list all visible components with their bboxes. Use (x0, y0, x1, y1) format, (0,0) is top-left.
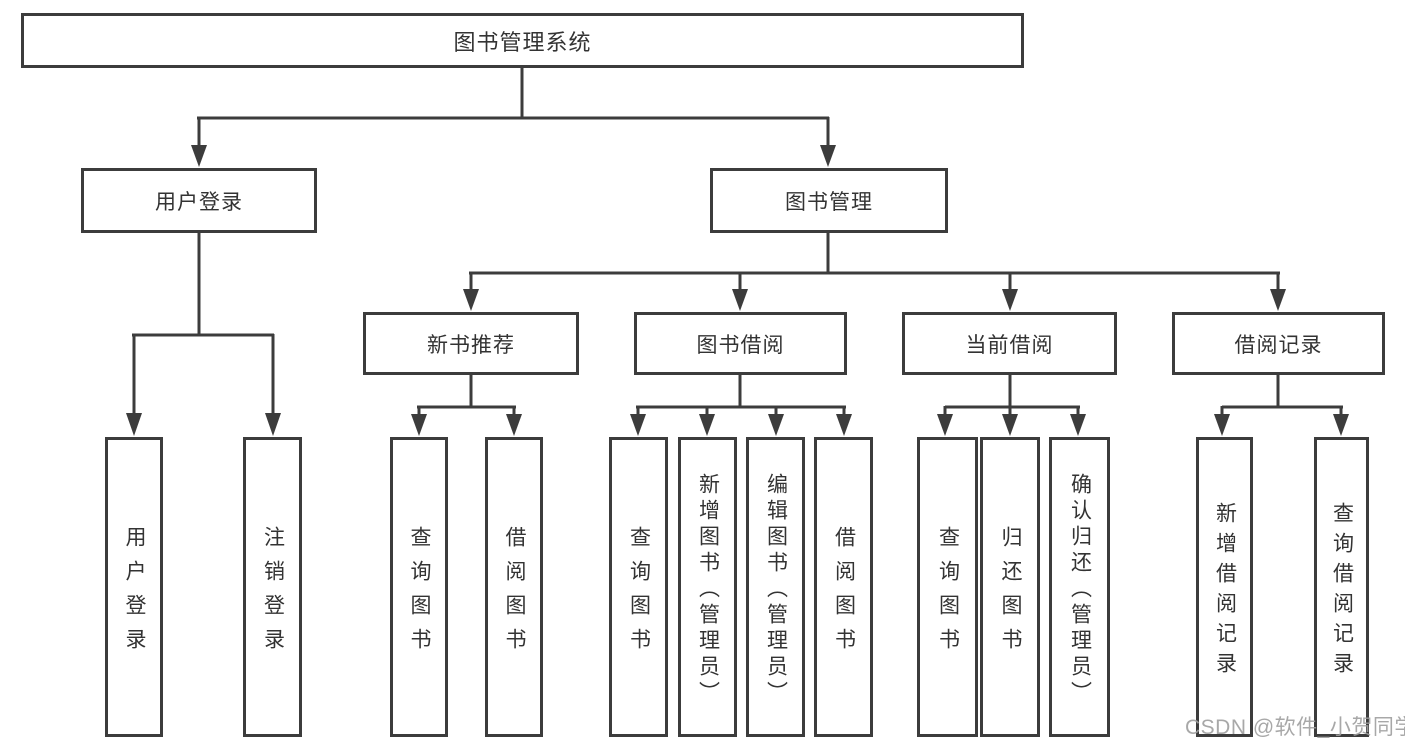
leaf-borrow-books-borrow: 借阅图书 (814, 437, 873, 737)
leaf-logout: 注销登录 (243, 437, 302, 737)
arrowhead (126, 413, 142, 436)
arrowhead (732, 289, 748, 311)
node-book-management: 图书管理 (710, 168, 948, 233)
leaf-query-borrow-record: 查询借阅记录 (1314, 437, 1369, 737)
node-book-borrowing: 图书借阅 (634, 312, 847, 375)
leaf-confirm-return-admin: 确认归还（管理员） (1049, 437, 1110, 737)
connector-book-borrow-split (636, 375, 846, 418)
leaf-borrow-books-recommend: 借阅图书 (485, 437, 543, 737)
arrowhead (820, 145, 836, 167)
arrowhead (1002, 414, 1018, 436)
leaf-query-books-recommend: 查询图书 (390, 437, 448, 737)
arrowhead (630, 414, 646, 436)
arrowhead (768, 414, 784, 436)
connector-book-mgmt-split (469, 233, 1280, 293)
leaf-add-borrow-record: 新增借阅记录 (1196, 437, 1253, 737)
arrowhead (463, 289, 479, 311)
node-user-login: 用户登录 (81, 168, 317, 233)
connector-current-borrow-split (943, 375, 1080, 418)
node-borrowing-records: 借阅记录 (1172, 312, 1385, 375)
node-new-book-recommendation: 新书推荐 (363, 312, 579, 375)
leaf-user-login: 用户登录 (105, 437, 163, 737)
arrowhead (937, 414, 953, 436)
connector-new-book-rec-split (417, 375, 516, 418)
arrowhead (1333, 414, 1349, 436)
leaf-return-books: 归还图书 (980, 437, 1040, 737)
arrowhead (1070, 414, 1086, 436)
connector-borrow-record-split (1220, 375, 1343, 418)
node-current-borrowing: 当前借阅 (902, 312, 1117, 375)
arrowhead (506, 414, 522, 436)
arrowhead (1002, 289, 1018, 311)
leaf-query-books-current: 查询图书 (917, 437, 978, 737)
leaf-query-books-borrow: 查询图书 (609, 437, 668, 737)
csdn-watermark: CSDN @软件_小贺同学 (1185, 716, 1405, 739)
arrowheads (126, 145, 1349, 436)
node-book-management-system: 图书管理系统 (21, 13, 1024, 68)
connector-user-login-split (132, 233, 275, 418)
arrowhead (191, 145, 207, 167)
leaf-edit-books-admin: 编辑图书（管理员） (746, 437, 805, 737)
arrowhead (265, 413, 281, 436)
leaf-add-books-admin: 新增图书（管理员） (678, 437, 737, 737)
arrowhead (411, 414, 427, 436)
connector-root-split (197, 68, 830, 150)
arrowhead (1270, 289, 1286, 311)
arrowhead (1214, 414, 1230, 436)
arrowhead (836, 414, 852, 436)
arrowhead (699, 414, 715, 436)
